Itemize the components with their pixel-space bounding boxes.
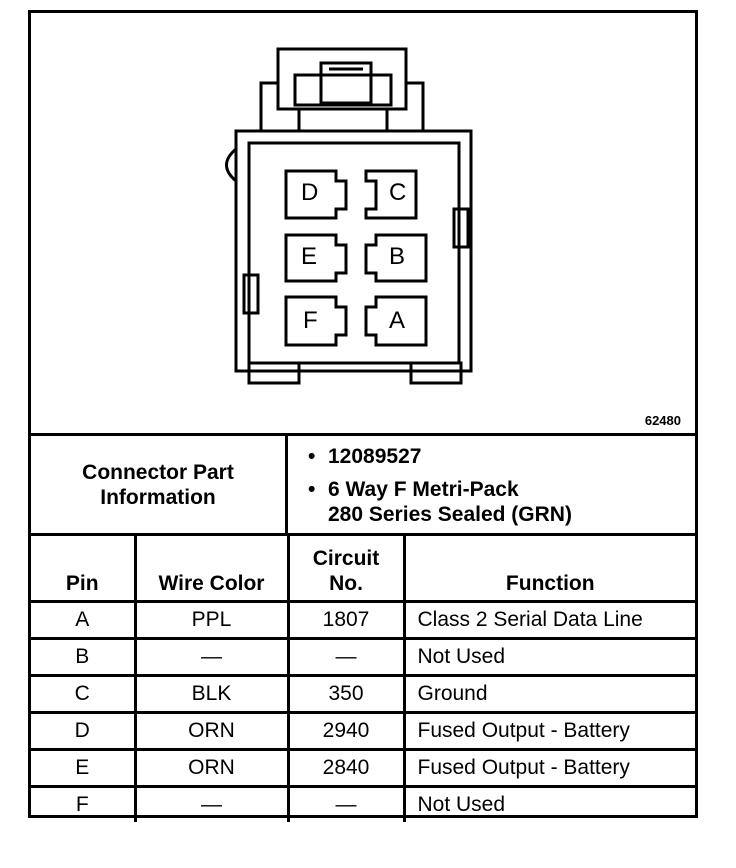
cell-circuit: 1807 bbox=[286, 600, 406, 640]
pin-label: F bbox=[303, 307, 318, 334]
latch-grip bbox=[319, 61, 373, 105]
cell-pin: C bbox=[31, 674, 137, 714]
table-row: F——Not Used bbox=[31, 785, 695, 822]
cell-circuit: 2840 bbox=[286, 748, 406, 788]
cell-wire-color: PPL bbox=[133, 600, 290, 640]
cell-wire-color: BLK bbox=[133, 674, 290, 714]
connector-face-drawing bbox=[225, 47, 473, 385]
reference-number: 62480 bbox=[644, 413, 681, 428]
info-label-line2: Information bbox=[100, 485, 216, 509]
left-slot bbox=[242, 273, 260, 315]
cell-circuit: 2940 bbox=[286, 711, 406, 751]
cavity-d bbox=[284, 169, 348, 220]
header-circuit: Circuit No. bbox=[286, 533, 406, 603]
info-item: • 12089527 bbox=[308, 444, 695, 469]
cell-wire-color: ORN bbox=[133, 711, 290, 751]
right-foot bbox=[409, 361, 463, 385]
connector-diagram: D C E B F A 62480 bbox=[31, 13, 695, 433]
cell-function: Not Used bbox=[402, 637, 695, 677]
part-number: 12089527 bbox=[328, 445, 422, 468]
cell-function: Class 2 Serial Data Line bbox=[402, 600, 695, 640]
cell-function: Fused Output - Battery bbox=[402, 711, 695, 751]
pin-table-header: Pin Wire Color Circuit No. Function bbox=[31, 533, 695, 603]
cell-wire-color: ORN bbox=[133, 748, 290, 788]
table-row: B——Not Used bbox=[31, 637, 695, 677]
bullet-icon: • bbox=[308, 478, 316, 501]
info-label-line1: Connector Part bbox=[82, 460, 234, 484]
cell-pin: F bbox=[31, 785, 137, 822]
cell-wire-color: — bbox=[133, 785, 290, 822]
cell-function: Fused Output - Battery bbox=[402, 748, 695, 788]
bullet-icon: • bbox=[308, 445, 316, 468]
cell-circuit: — bbox=[286, 785, 406, 822]
connector-info-label: Connector Part Information bbox=[31, 436, 288, 533]
header-pin: Pin bbox=[31, 533, 137, 603]
cavity-b bbox=[364, 233, 428, 283]
cell-circuit: — bbox=[286, 637, 406, 677]
left-key bbox=[225, 147, 238, 183]
connector-info-section: Connector Part Information • 12089527 • … bbox=[31, 433, 695, 533]
cell-pin: E bbox=[31, 748, 137, 788]
pin-label: C bbox=[389, 179, 407, 206]
cavity-e bbox=[284, 233, 348, 283]
connector-body bbox=[234, 129, 473, 373]
cell-pin: B bbox=[31, 637, 137, 677]
cavity-a bbox=[364, 295, 428, 347]
cell-function: Not Used bbox=[402, 785, 695, 822]
cavity-f bbox=[284, 295, 348, 347]
header-function: Function bbox=[402, 533, 695, 603]
connector-info-values: • 12089527 • 6 Way F Metri-Pack 280 Seri… bbox=[288, 436, 695, 533]
header-wire-color: Wire Color bbox=[133, 533, 290, 603]
pin-label: B bbox=[389, 243, 406, 270]
cell-pin: A bbox=[31, 600, 137, 640]
right-slot bbox=[452, 207, 470, 249]
pin-label: D bbox=[301, 179, 319, 206]
cell-wire-color: — bbox=[133, 637, 290, 677]
cell-pin: D bbox=[31, 711, 137, 751]
pin-label: A bbox=[389, 307, 406, 334]
left-foot bbox=[247, 361, 301, 385]
connector-description: 6 Way F Metri-Pack 280 Series Sealed (GR… bbox=[328, 478, 572, 526]
cell-circuit: 350 bbox=[286, 674, 406, 714]
info-item: • 6 Way F Metri-Pack 280 Series Sealed (… bbox=[308, 477, 695, 527]
cavity-c-mirror bbox=[364, 169, 418, 220]
pin-label: E bbox=[301, 243, 318, 270]
connector-sheet: D C E B F A 62480 Connector Part Informa… bbox=[28, 10, 698, 822]
cell-function: Ground bbox=[402, 674, 695, 714]
